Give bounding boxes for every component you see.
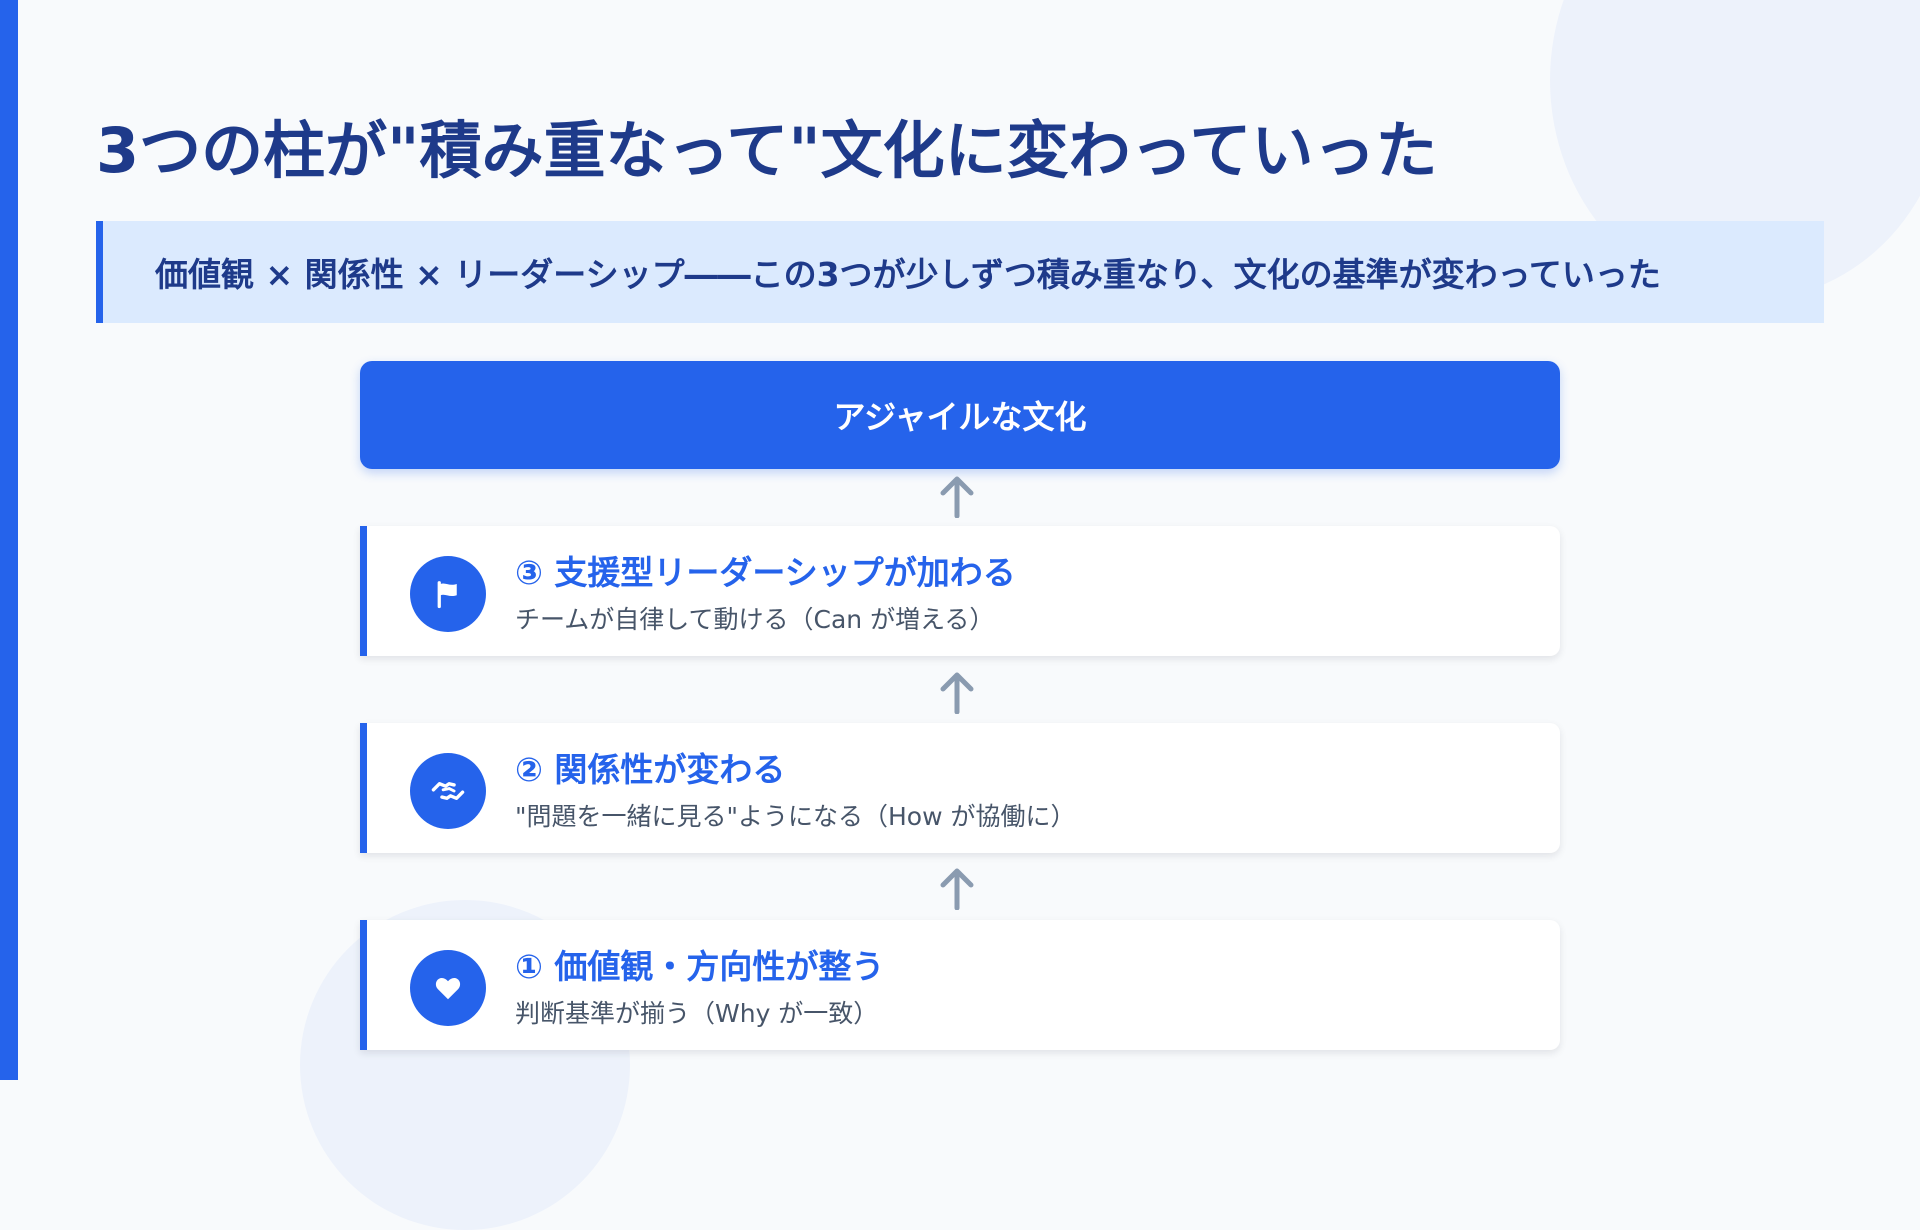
slide-title: 3つの柱が"積み重なって"文化に変わっていった [96, 114, 1438, 187]
arrow-up-icon [940, 868, 974, 910]
summary-banner-text: 価値観 × 関係性 × リーダーシップ――この3つが少しずつ積み重なり、文化の基… [155, 255, 1661, 294]
flag-icon [437, 581, 457, 609]
pillar-title: ② 関係性が変わる [515, 750, 786, 789]
summary-banner: 価値観 × 関係性 × リーダーシップ――この3つが少しずつ積み重なり、文化の基… [96, 221, 1824, 323]
arrow-up-icon [940, 672, 974, 714]
pillar-card-leadership: ③ 支援型リーダーシップが加わる チームが自律して動ける（Can が増える） [360, 526, 1560, 656]
handshake-icon [431, 782, 465, 800]
pillar-title: ① 価値観・方向性が整う [515, 947, 885, 986]
pillar-card-values: ① 価値観・方向性が整う 判断基準が揃う（Why が一致） [360, 920, 1560, 1050]
pillar-icon-circle [410, 950, 486, 1026]
agile-culture-label: アジャイルな文化 [833, 398, 1087, 436]
arrow-up-icon [940, 476, 974, 518]
left-accent-bar [0, 0, 18, 1080]
pillar-description: "問題を一緒に見る"ようになる（How が協働に） [515, 802, 1076, 831]
pillar-icon-circle [410, 753, 486, 829]
agile-culture-box: アジャイルな文化 [360, 361, 1560, 469]
pillar-description: 判断基準が揃う（Why が一致） [515, 999, 879, 1028]
pillar-icon-circle [410, 556, 486, 632]
heart-icon [435, 978, 461, 1000]
pillar-title: ③ 支援型リーダーシップが加わる [515, 553, 1016, 592]
pillar-description: チームが自律して動ける（Can が増える） [515, 605, 995, 634]
pillar-card-relationship: ② 関係性が変わる "問題を一緒に見る"ようになる（How が協働に） [360, 723, 1560, 853]
